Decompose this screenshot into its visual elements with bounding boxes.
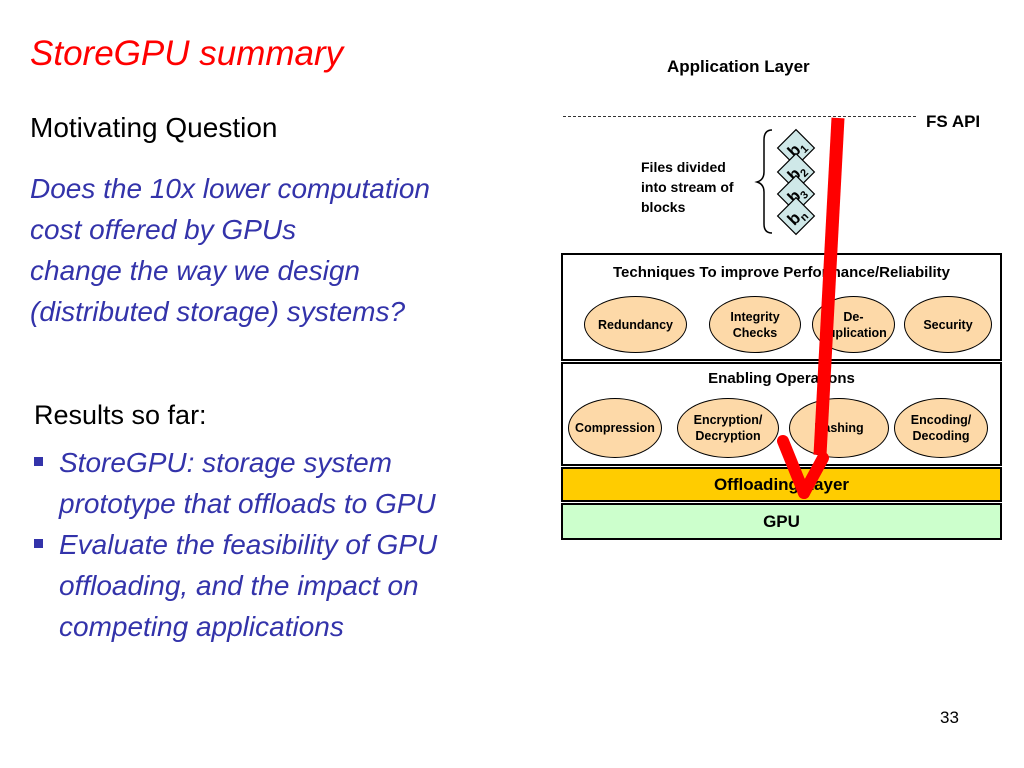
- block-n: bn: [776, 196, 816, 236]
- bullet-line: competing applications: [59, 611, 344, 642]
- bullet-square-icon: [34, 539, 43, 548]
- bullet-line: prototype that offloads to GPU: [59, 488, 436, 519]
- question-line: (distributed storage) systems?: [30, 296, 406, 327]
- curly-brace: [754, 129, 773, 234]
- techniques-title: Techniques To improve Performance/Reliab…: [612, 264, 951, 281]
- application-layer-label: Application Layer: [667, 57, 810, 76]
- files-divided-label: Files divided into stream of blocks: [641, 157, 734, 217]
- operation-encryption: Encryption/Decryption: [677, 398, 779, 458]
- motivating-question: Does the 10x lower computation cost offe…: [30, 168, 430, 332]
- question-line: Does the 10x lower computation: [30, 173, 430, 204]
- fs-api-label: FS API: [926, 112, 981, 131]
- operation-compression: Compression: [568, 398, 662, 458]
- offload-arrow-head-right: [798, 452, 829, 499]
- offloading-layer: Offloading Layer: [561, 467, 1002, 502]
- results-heading: Results so far:: [34, 400, 207, 430]
- technique-redundancy: Redundancy: [584, 296, 687, 353]
- motivating-heading: Motivating Question: [30, 112, 278, 143]
- block-1: b1: [776, 128, 816, 168]
- bullet-line: Evaluate the feasibility of GPU: [59, 529, 438, 560]
- operation-encoding: Encoding/Decoding: [894, 398, 988, 458]
- bullet-line: StoreGPU: storage system: [59, 447, 393, 478]
- offload-arrow-head-left: [777, 435, 810, 499]
- files-label-line: blocks: [641, 199, 686, 215]
- files-label-line: Files divided: [641, 159, 726, 175]
- offload-arrow-shaft: [813, 117, 845, 456]
- api-boundary-line: [563, 116, 916, 117]
- bullet-line: offloading, and the impact on: [59, 570, 419, 601]
- page-number: 33: [940, 708, 959, 727]
- question-line: change the way we design: [30, 255, 360, 286]
- block-2: b2: [776, 152, 816, 192]
- files-label-line: into stream of: [641, 179, 734, 195]
- slide-title: StoreGPU summary: [30, 34, 344, 73]
- operation-hashing: Hashing: [789, 398, 889, 458]
- question-line: cost offered by GPUs: [30, 214, 297, 245]
- bullet-square-icon: [34, 457, 43, 466]
- gpu-layer: GPU: [561, 503, 1002, 540]
- technique-security: Security: [904, 296, 992, 353]
